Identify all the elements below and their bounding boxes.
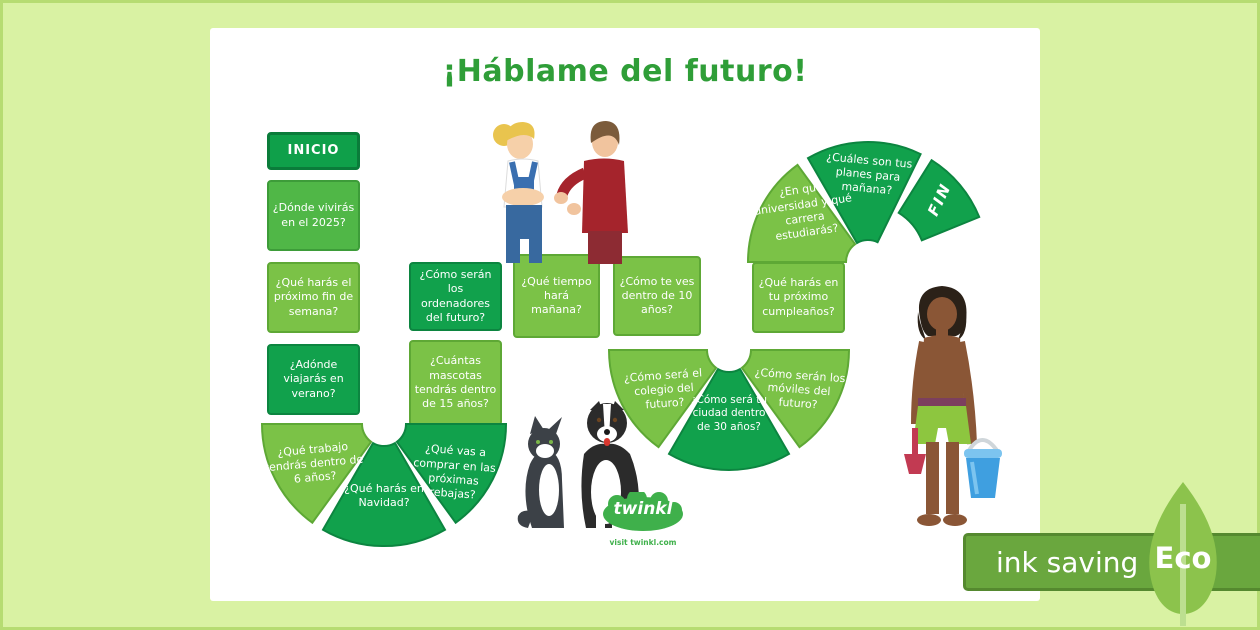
ink-saving-label: ink saving [996, 545, 1139, 579]
boy-with-bucket-and-spade-illustration [904, 286, 1002, 526]
question-square: ¿Qué harás en tu próximo cumpleaños? [752, 262, 845, 333]
question-text: ¿Adónde viajarás en verano? [283, 358, 344, 400]
question-square [395, 423, 508, 525]
eco-leaf-icon [1149, 482, 1217, 626]
two-people-talking-illustration [493, 121, 628, 264]
question-square [260, 423, 373, 525]
twinkl-logo-text: twinkl [613, 499, 673, 519]
question-text: ¿Qué harás en tu próximo cumpleaños? [758, 276, 839, 318]
finish-square [897, 158, 981, 242]
question-text: ¿Qué harás en Navidad? [344, 481, 424, 509]
question-square [667, 367, 791, 471]
question-square: ¿Dónde vivirás en el 2025? [267, 180, 360, 251]
question-text: ¿Dónde vivirás en el 2025? [272, 201, 355, 229]
start-square: INICIO [267, 132, 360, 170]
twinkl-logo: twinkl visit twinkl.com [597, 490, 689, 554]
question-square: ¿Cómo te ves dentro de 10 años? [613, 256, 701, 336]
question-text: ¿Cómo serán los ordenadores del futuro? [419, 267, 492, 324]
question-square: ¿Cuántas mascotas tendrás dentro de 15 a… [409, 340, 502, 426]
question-text: ¿Qué harás el próximo fin de semana? [273, 276, 354, 318]
question-square [607, 349, 718, 449]
question-square: ¿Qué harás el próximo fin de semana? [267, 262, 360, 333]
finish-label: FIN [923, 180, 955, 220]
question-square [321, 441, 447, 548]
question-square [740, 349, 851, 449]
question-text: ¿Cuántas mascotas tendrás dentro de 15 a… [414, 354, 497, 411]
question-square [806, 140, 922, 245]
question-text: ¿Qué vas a comprar en las próximas rebaj… [412, 442, 497, 502]
question-text: ¿Cómo serán los móviles del futuro? [754, 365, 846, 412]
question-square: ¿Adónde viajarás en verano? [267, 344, 360, 415]
twinkl-logo-blob-icon [603, 492, 683, 531]
question-text: ¿Cómo te ves dentro de 10 años? [619, 274, 695, 317]
question-square: ¿Qué tiempo hará mañana? [513, 254, 600, 338]
question-square: ¿Cómo serán los ordenadores del futuro? [409, 262, 502, 331]
start-label: INICIO [287, 142, 340, 158]
question-square [746, 163, 857, 263]
question-text: ¿Cómo será tu ciudad dentro de 30 años? [690, 393, 768, 433]
eco-label: Eco [1154, 541, 1212, 575]
question-text: ¿Qué tiempo hará mañana? [521, 274, 592, 317]
page-title: ¡Háblame del futuro! [442, 54, 808, 89]
visit-twinkl-text: visit twinkl.com [609, 538, 677, 547]
